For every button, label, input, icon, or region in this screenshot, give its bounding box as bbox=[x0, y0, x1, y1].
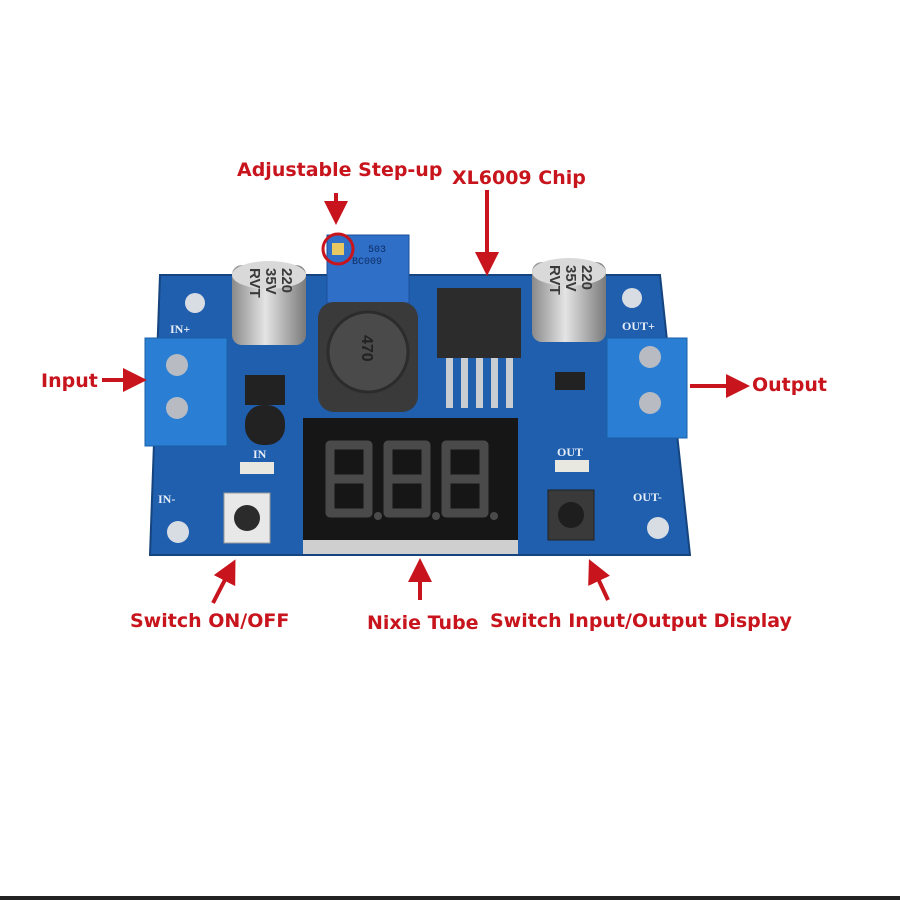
svg-text:470: 470 bbox=[358, 335, 375, 362]
label-out-led: OUT bbox=[557, 445, 583, 459]
xl6009-chip bbox=[437, 288, 521, 408]
transistor bbox=[245, 405, 285, 445]
label-in-led: IN bbox=[253, 447, 267, 461]
label-output: Output bbox=[752, 374, 827, 396]
label-switch-display: Switch Input/Output Display bbox=[490, 610, 793, 632]
svg-text:35V: 35V bbox=[262, 268, 279, 295]
seven-segment-display bbox=[303, 418, 518, 554]
bottom-divider bbox=[0, 896, 900, 900]
label-input: Input bbox=[41, 370, 98, 392]
svg-text:RVT: RVT bbox=[546, 265, 563, 295]
label-in-plus: IN+ bbox=[170, 322, 190, 336]
label-out-minus: OUT- bbox=[633, 490, 662, 504]
label-adjustable-step-up: Adjustable Step-up bbox=[237, 159, 442, 181]
svg-text:35V: 35V bbox=[562, 265, 579, 292]
power-switch bbox=[223, 492, 271, 544]
inductor: 470 bbox=[318, 302, 418, 412]
svg-text:220: 220 bbox=[278, 268, 295, 293]
annotation-arrows bbox=[102, 190, 750, 604]
mount-hole bbox=[647, 517, 669, 539]
input-terminal bbox=[144, 337, 228, 447]
svg-text:BC009: BC009 bbox=[352, 257, 382, 268]
svg-text:RVT: RVT bbox=[246, 268, 263, 298]
label-out-plus: OUT+ bbox=[622, 319, 655, 333]
label-nixie-tube: Nixie Tube bbox=[367, 612, 479, 634]
highlight-circle bbox=[321, 232, 355, 266]
mount-hole bbox=[167, 521, 189, 543]
label-in-minus: IN- bbox=[158, 492, 175, 506]
display-switch bbox=[547, 489, 595, 541]
potentiometer: 503 BC009 bbox=[321, 232, 410, 304]
label-xl6009-chip: XL6009 Chip bbox=[452, 167, 586, 189]
mount-hole bbox=[622, 288, 642, 308]
output-terminal bbox=[606, 337, 688, 439]
svg-text:503: 503 bbox=[368, 245, 386, 256]
diode bbox=[245, 375, 285, 405]
capacitor-left: 220 35V RVT bbox=[232, 261, 306, 345]
in-led bbox=[240, 462, 274, 474]
transistor-right bbox=[555, 372, 585, 390]
out-led bbox=[555, 460, 589, 472]
mount-hole bbox=[185, 293, 205, 313]
capacitor-right: 220 35V RVT bbox=[532, 258, 606, 342]
svg-text:220: 220 bbox=[578, 265, 595, 290]
label-switch-on-off: Switch ON/OFF bbox=[130, 610, 289, 632]
